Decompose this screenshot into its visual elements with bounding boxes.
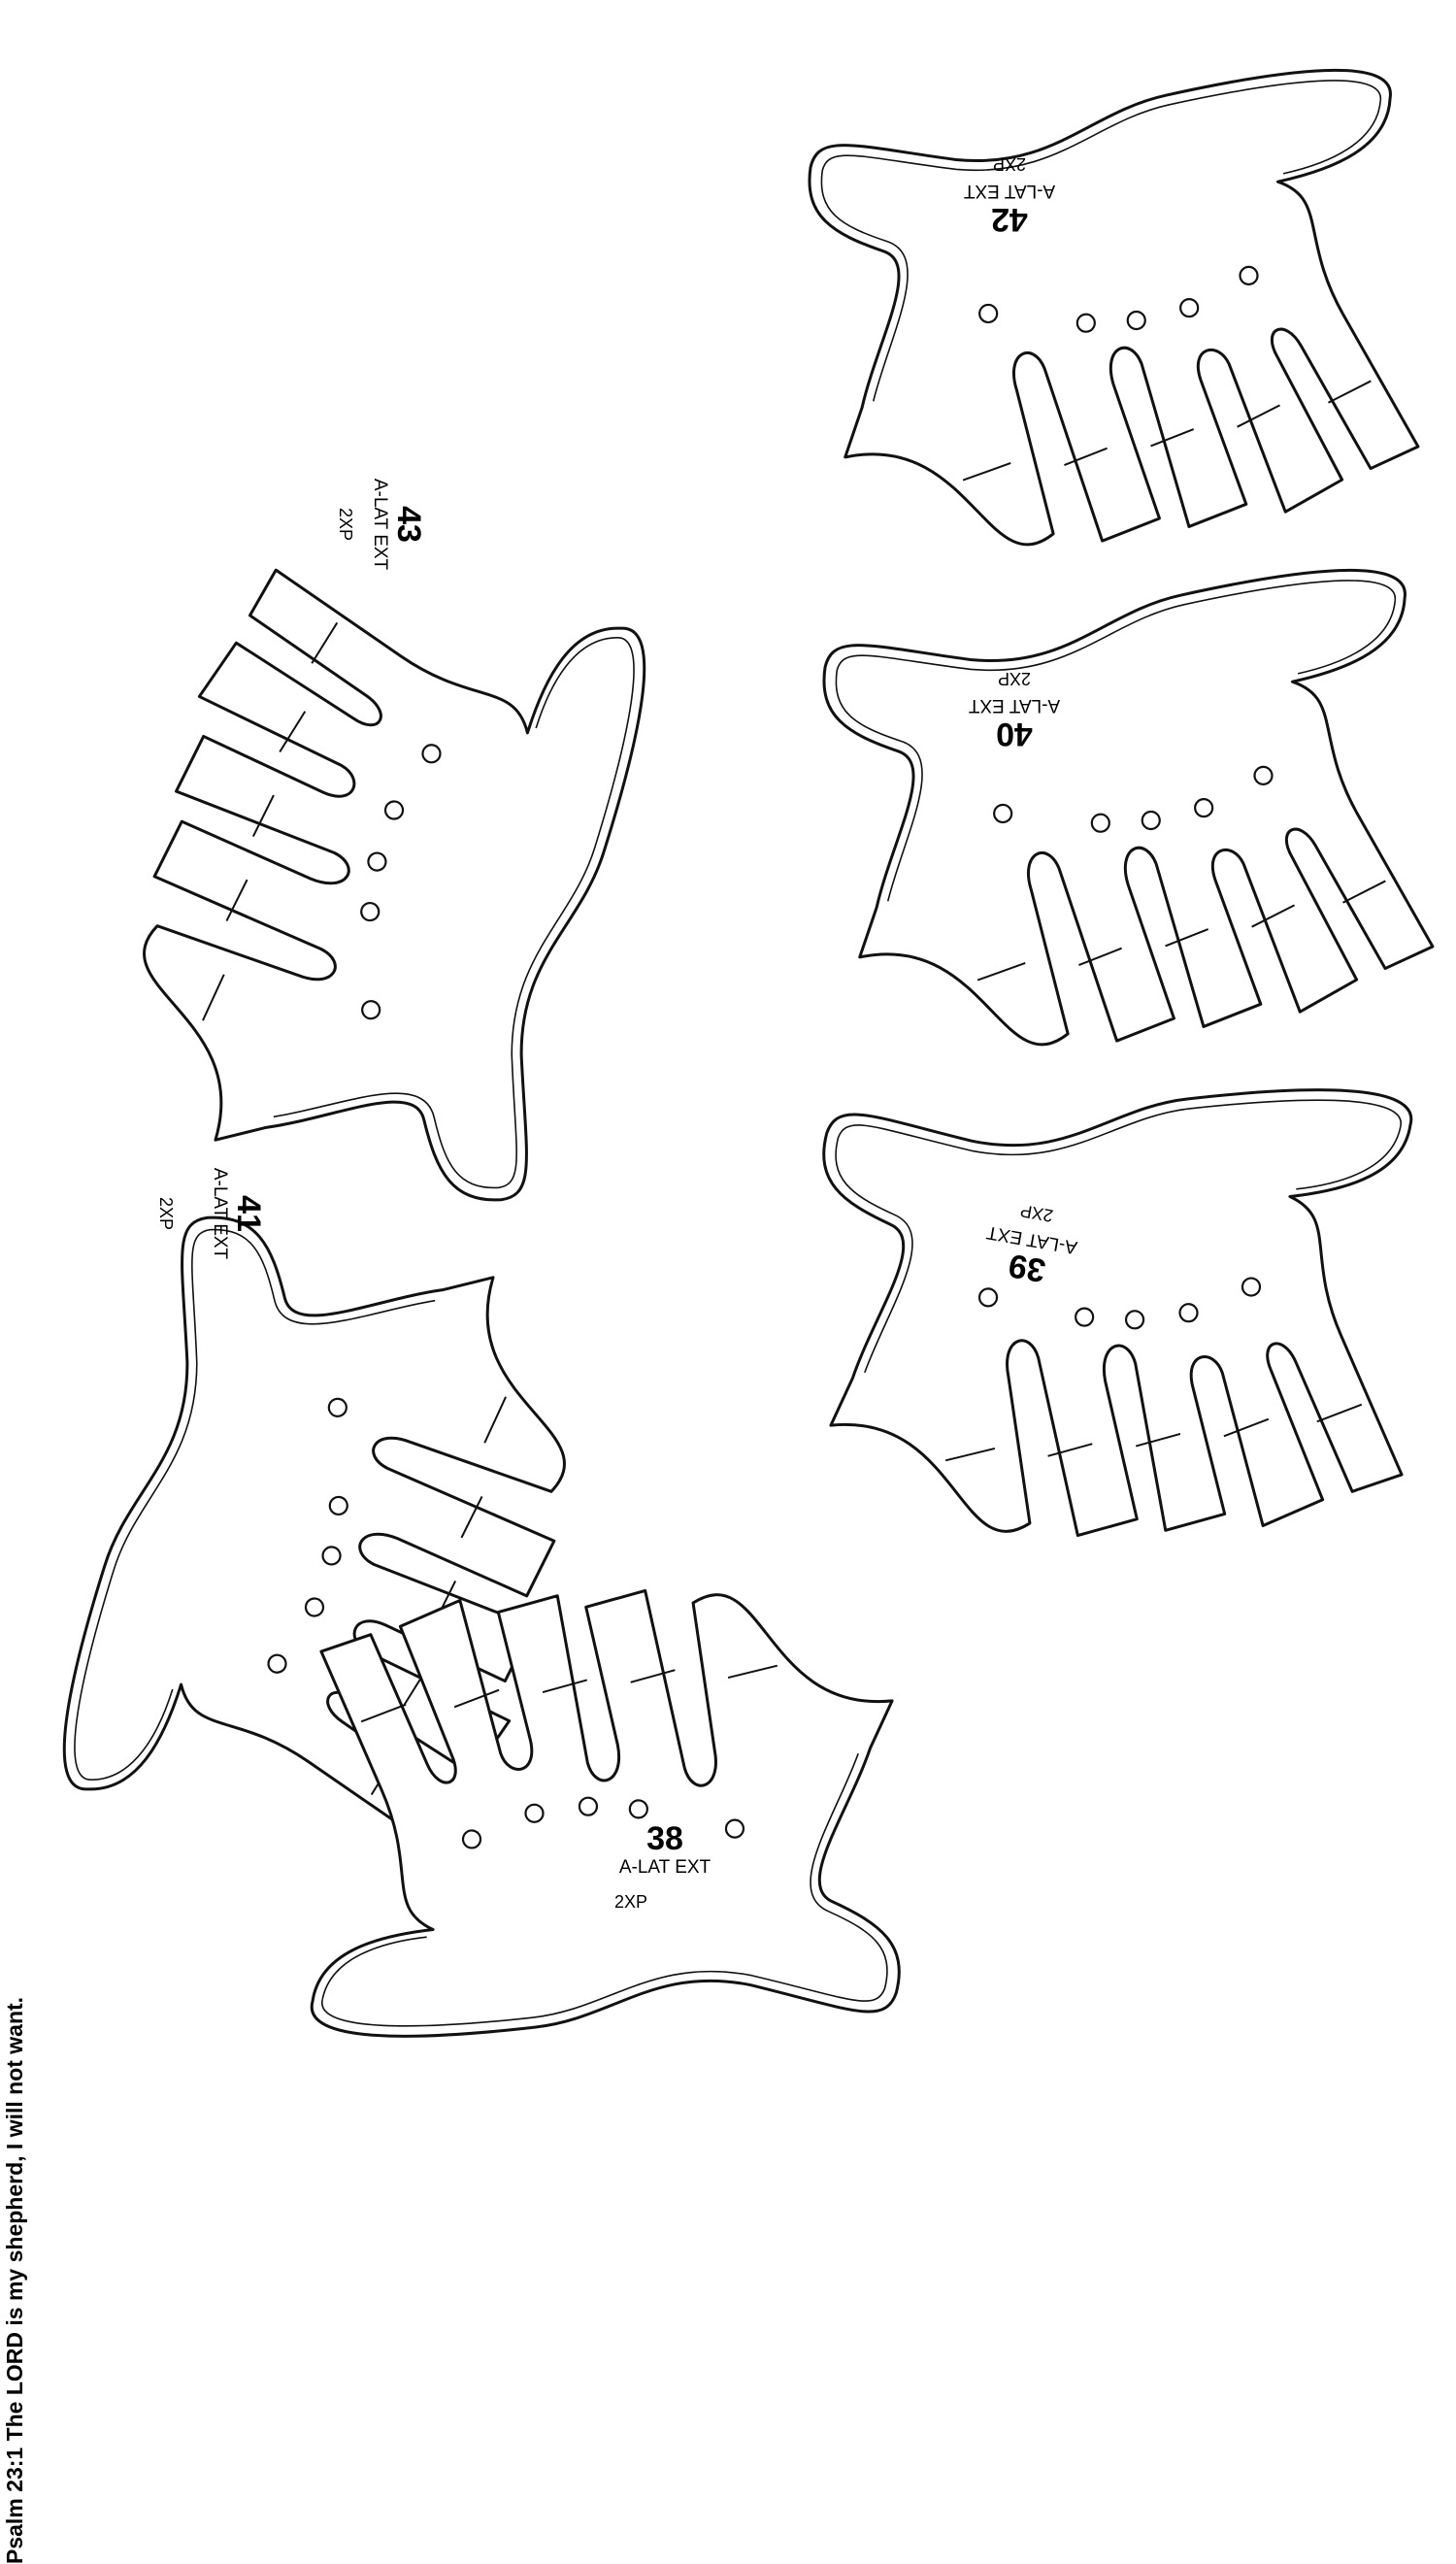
pattern-piece-39 — [803, 1062, 1424, 1554]
piece-number: 39 — [1006, 1247, 1048, 1289]
piece-43-label: 43 A-LAT EXT 2XP — [336, 479, 427, 571]
piece-qty: 2XP — [336, 508, 355, 541]
piece-number: 42 — [991, 201, 1028, 238]
pattern-piece-40 — [817, 565, 1439, 1057]
piece-name: A-LAT EXT — [210, 1168, 230, 1260]
piece-name: A-LAT EXT — [619, 1857, 711, 1878]
verse-text: Psalm 23:1 The LORD is my shepherd, I wi… — [2, 1996, 27, 2564]
piece-name: A-LAT EXT — [968, 695, 1060, 716]
pattern-sheet: 43 A-LAT EXT 2XP 42 A-LAT EXT 2XP 40 A-L… — [54, 65, 1439, 2059]
piece-qty: 2XP — [998, 669, 1031, 688]
piece-41-label: 41 A-LAT EXT 2XP — [156, 1168, 267, 1260]
piece-qty: 2XP — [993, 154, 1026, 174]
piece-40-label: 40 A-LAT EXT 2XP — [968, 669, 1060, 752]
piece-name: A-LAT EXT — [370, 479, 390, 571]
piece-number: 40 — [996, 716, 1033, 752]
pattern-piece-41 — [54, 1204, 594, 1860]
pattern-piece-42 — [803, 65, 1424, 557]
piece-qty: 2XP — [614, 1892, 647, 1912]
pattern-piece-38 — [299, 1572, 920, 2059]
piece-number: 43 — [390, 506, 427, 543]
piece-42-label: 42 A-LAT EXT 2XP — [963, 154, 1055, 238]
piece-name: A-LAT EXT — [963, 181, 1055, 201]
piece-qty: 2XP — [156, 1197, 176, 1230]
piece-number: 41 — [230, 1195, 267, 1232]
pattern-piece-43 — [115, 557, 654, 1214]
piece-number: 38 — [646, 1820, 683, 1857]
piece-38-label: 38 A-LAT EXT 2XP — [614, 1820, 711, 1912]
